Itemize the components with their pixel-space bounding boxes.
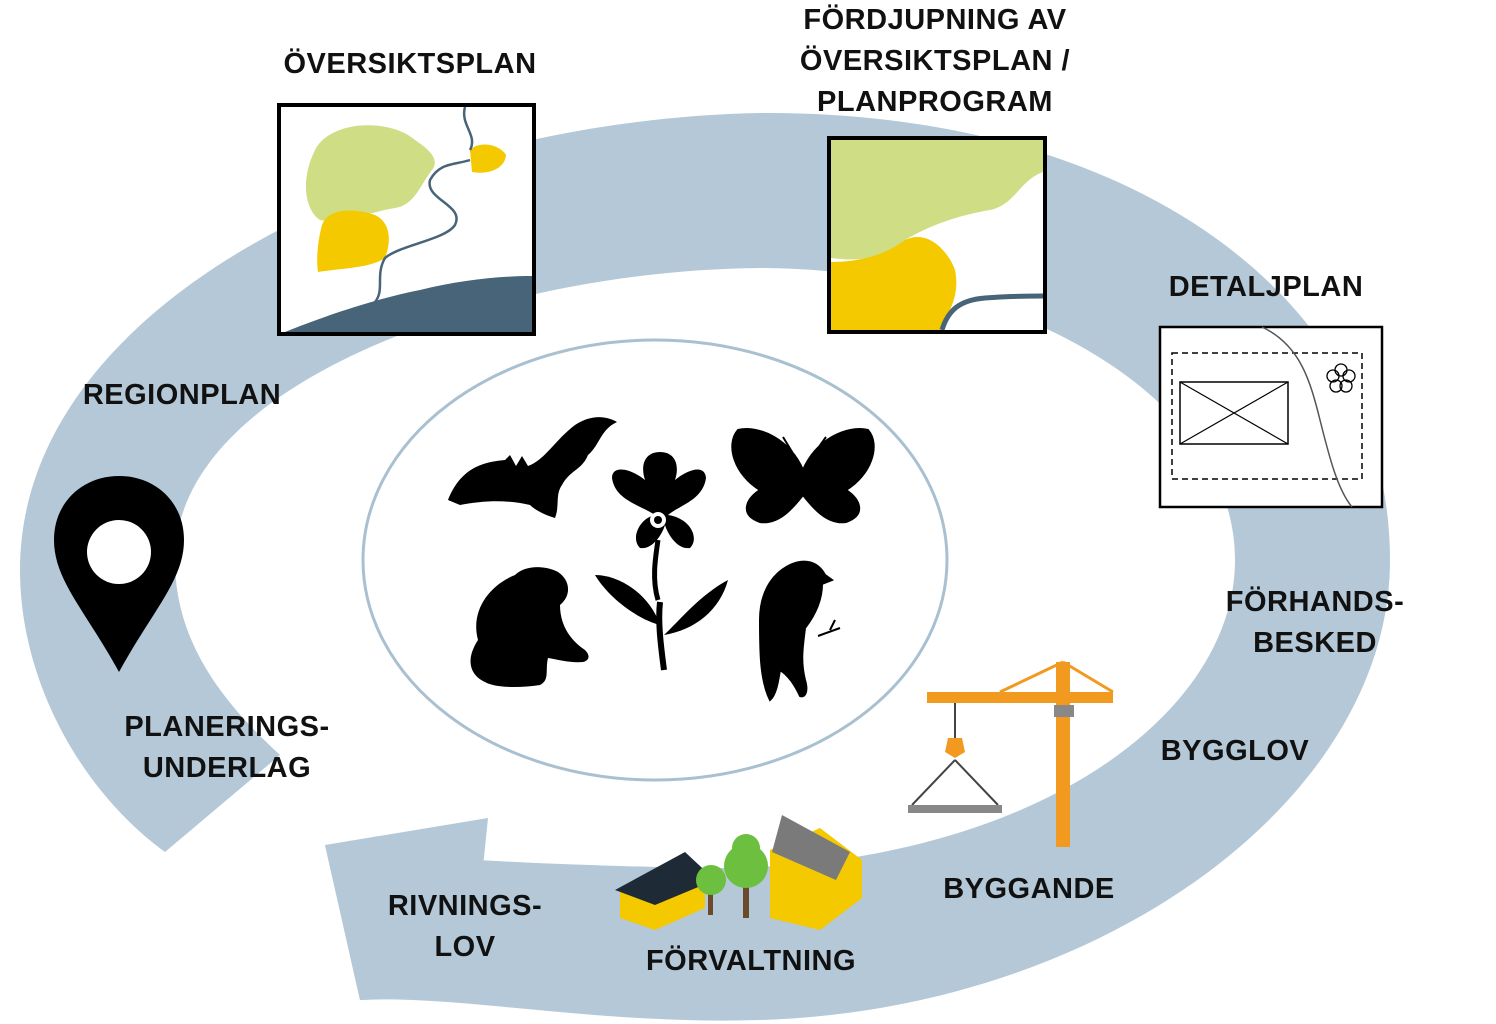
label-fordjupning-line3: PLANPROGRAM [817, 86, 1053, 118]
bat-icon [448, 417, 617, 518]
label-fordjupning: FÖRDJUPNING AV ÖVERSIKTSPLAN / PLANPROGR… [770, 0, 1100, 123]
label-rivningslov: RIVNINGS- LOV [365, 886, 565, 968]
crane-icon [908, 660, 1114, 847]
location-pin-icon [54, 476, 184, 672]
label-planeringsunderlag-line1: PLANERINGS- [124, 711, 330, 743]
oversiktsplan-map-icon [277, 103, 536, 336]
butterfly-icon [731, 428, 875, 524]
label-forhandsbesked: FÖRHANDS- BESKED [1200, 582, 1430, 664]
label-detaljplan: DETALJPLAN [1168, 271, 1364, 303]
label-byggande: BYGGANDE [943, 873, 1115, 905]
label-fordjupning-line1: FÖRDJUPNING AV [803, 4, 1067, 36]
label-regionplan: REGIONPLAN [82, 379, 282, 411]
orchid-icon [612, 452, 706, 601]
label-forhandsbesked-line2: BESKED [1253, 627, 1377, 659]
label-forhandsbesked-line1: FÖRHANDS- [1225, 586, 1405, 618]
cycle-band [20, 112, 1390, 1021]
label-rivningslov-line1: RIVNINGS- [387, 890, 543, 922]
arrowhead-bottom [325, 818, 488, 1000]
label-planeringsunderlag-line2: UNDERLAG [142, 752, 312, 784]
label-planeringsunderlag: PLANERINGS- UNDERLAG [100, 707, 354, 789]
label-forvaltning: FÖRVALTNING [645, 945, 857, 977]
label-oversiktsplan: ÖVERSIKTSPLAN [283, 48, 537, 80]
houses-trees-icon [615, 815, 862, 930]
cycle-arrow [20, 112, 1390, 1021]
fordjupning-map-icon [827, 136, 1047, 334]
flower-icon [595, 575, 728, 671]
label-fordjupning-line2: ÖVERSIKTSPLAN / [799, 45, 1071, 77]
label-rivningslov-line2: LOV [434, 931, 496, 963]
frog-icon [470, 567, 589, 687]
bird-icon [758, 560, 841, 702]
detaljplan-drawing-icon [1158, 325, 1384, 509]
label-bygglov: BYGGLOV [1160, 735, 1310, 767]
